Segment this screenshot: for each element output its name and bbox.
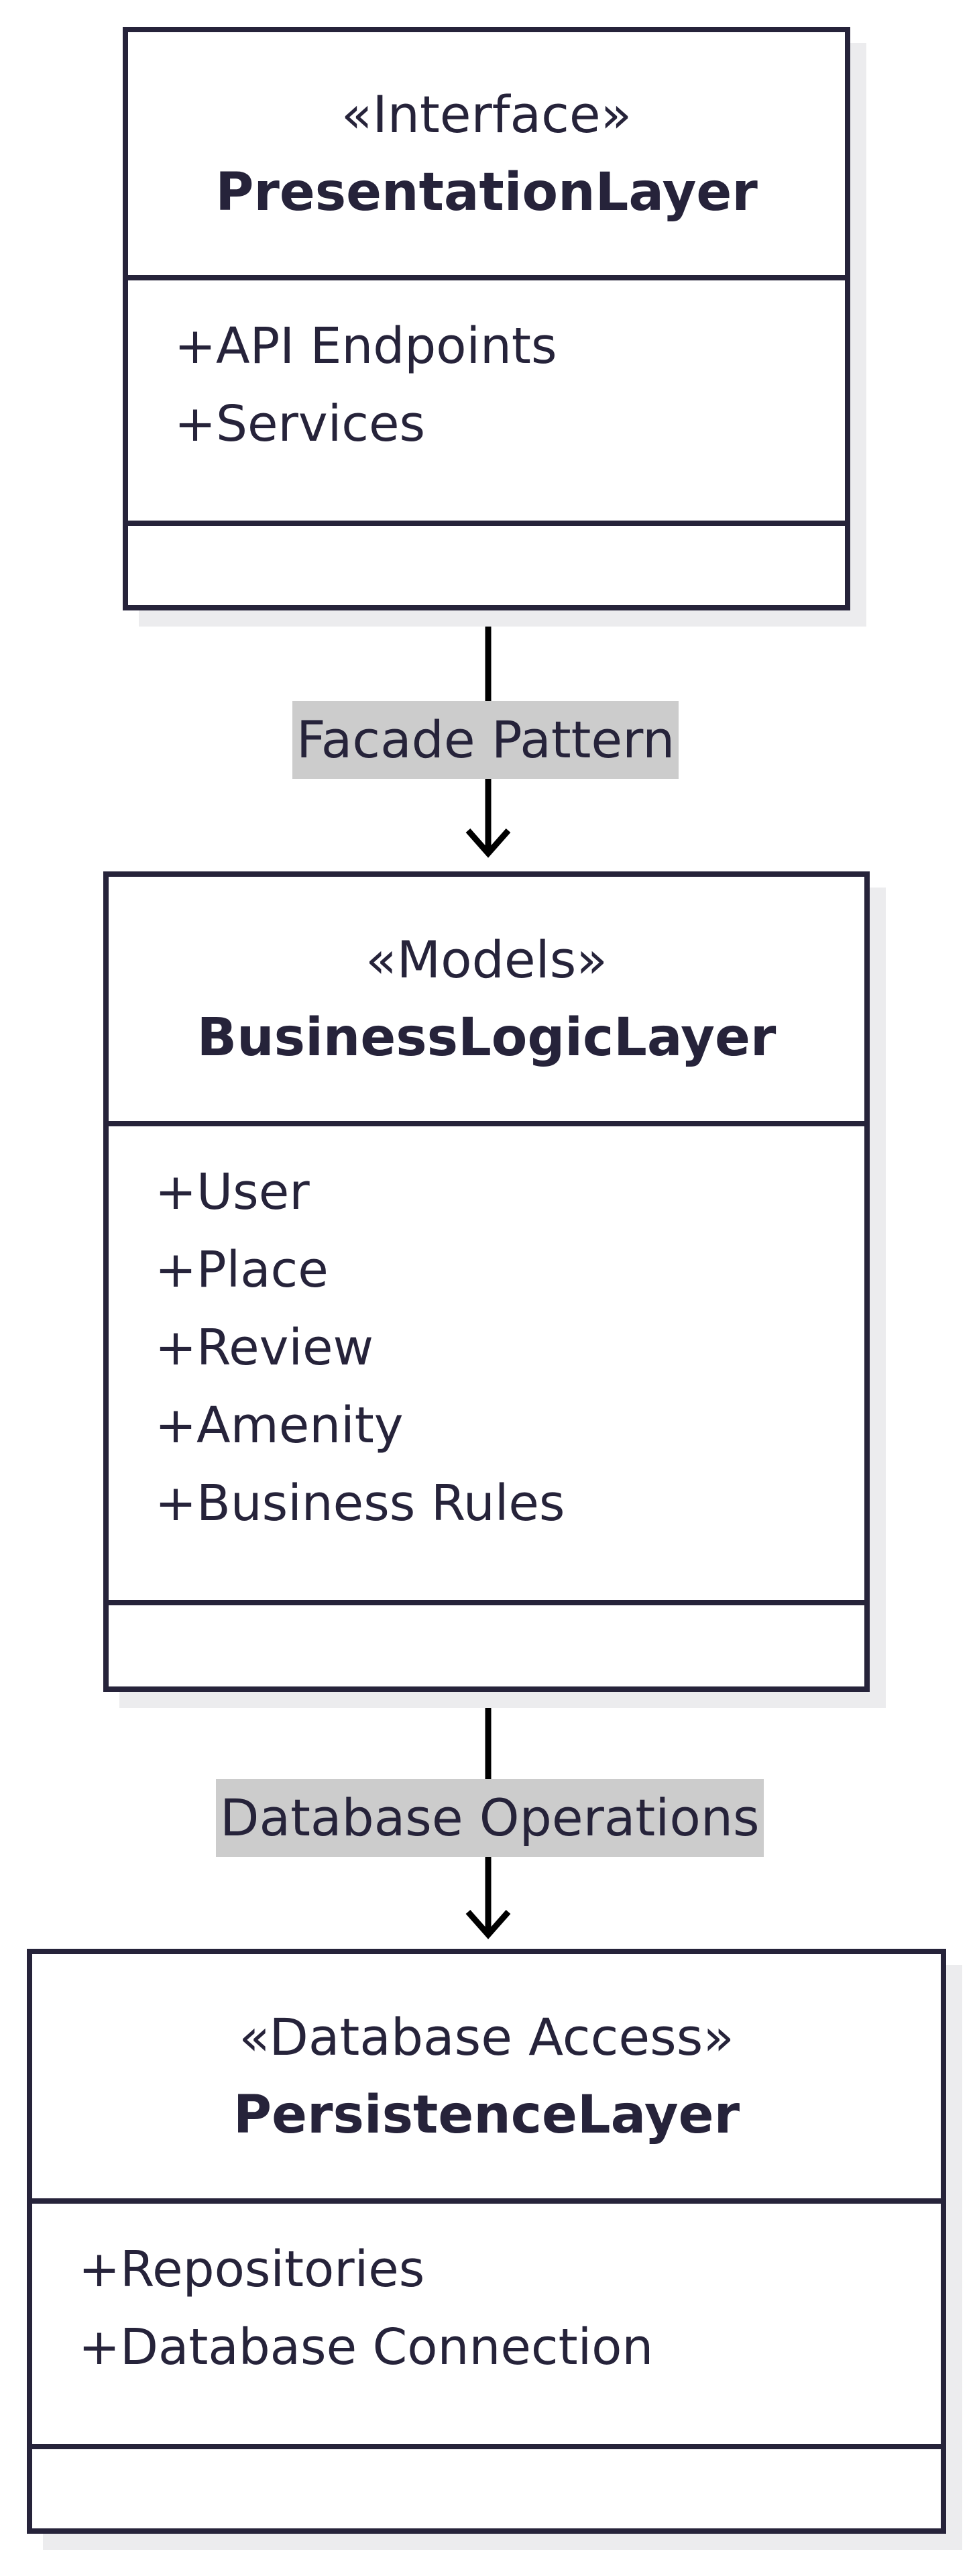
attribute-item: +Business Rules [155, 1474, 565, 1532]
class-header: «Interface» PresentationLayer [128, 32, 845, 280]
class-stereotype: «Database Access» [239, 2007, 734, 2067]
class-header: «Models» BusinessLogicLayer [109, 877, 864, 1126]
class-name: PersistenceLayer [233, 2085, 740, 2145]
attribute-item: +Database Connection [78, 2318, 654, 2376]
edge-label-database-operations: Database Operations [216, 1779, 764, 1857]
edge-label-facade-pattern: Facade Pattern [292, 701, 679, 779]
class-stereotype: «Models» [365, 930, 608, 989]
attribute-item: +API Endpoints [174, 317, 557, 375]
class-presentation-layer: «Interface» PresentationLayer +API Endpo… [123, 27, 850, 610]
class-stereotype: «Interface» [341, 85, 632, 144]
attribute-item: +Amenity [155, 1397, 404, 1454]
class-attributes: +Repositories +Database Connection [32, 2204, 941, 2449]
class-name: BusinessLogicLayer [196, 1008, 777, 1068]
attribute-item: +Review [155, 1319, 374, 1377]
class-attributes: +API Endpoints +Services [128, 280, 845, 526]
class-name: PresentationLayer [215, 162, 758, 223]
attribute-item: +Place [155, 1241, 329, 1299]
class-header: «Database Access» PersistenceLayer [32, 1954, 941, 2204]
class-business-logic-layer: «Models» BusinessLogicLayer +User +Place… [103, 871, 870, 1692]
attribute-item: +User [155, 1163, 310, 1221]
attribute-item: +Services [174, 395, 426, 453]
class-attributes: +User +Place +Review +Amenity +Business … [109, 1126, 864, 1605]
class-persistence-layer: «Database Access» PersistenceLayer +Repo… [27, 1949, 946, 2534]
attribute-item: +Repositories [78, 2241, 425, 2298]
